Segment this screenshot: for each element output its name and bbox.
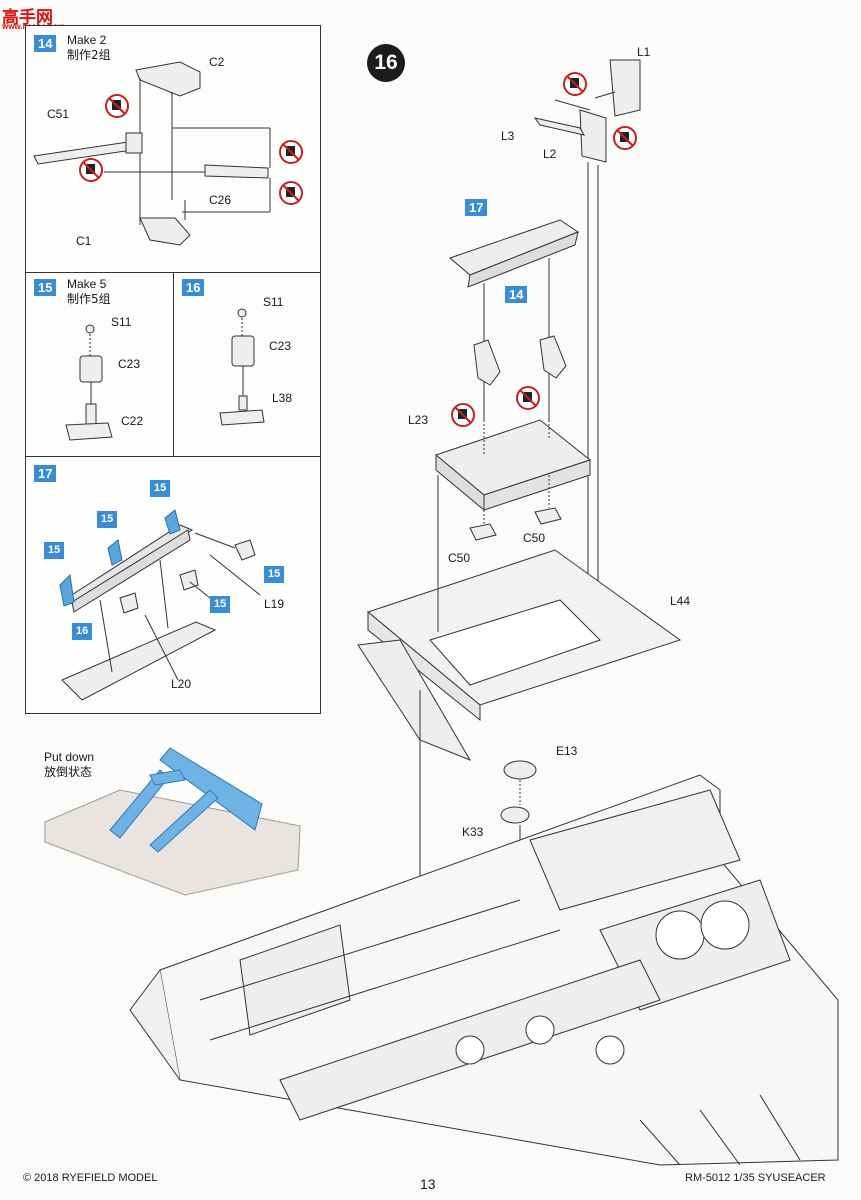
part-label-l3: L3 [501,129,515,143]
part-label-l23: L23 [408,413,429,427]
main-badge-17: 17 [465,199,488,216]
part-label-l1: L1 [637,45,651,59]
main-badge-14: 14 [505,286,528,303]
part-label-c1: C1 [76,234,92,248]
part-label-k33: K33 [462,825,484,839]
marker-15: 15 [44,542,65,559]
step-16-number: 16 [367,44,405,82]
part-label-c26: C26 [209,193,232,207]
putdown-title: Put down [44,750,95,764]
footer-kit-code: RM-5012 1/35 SYUSEACER [685,1172,826,1184]
step-14-subtitle: 制作2组 [67,48,111,62]
part-label-c23: C23 [118,357,141,371]
watermark-logo: 高手网 [2,8,53,27]
part-label-s11-b: S11 [263,295,284,309]
step-14-badge: 14 [34,35,57,52]
part-label-c2: C2 [209,55,225,69]
step-14-title: Make 2 [67,33,107,47]
part-label-e13: E13 [556,744,578,758]
marker-16: 16 [72,623,93,640]
footer-copyright: © 2018 RYEFIELD MODEL [23,1172,158,1184]
part-label-c50-b: C50 [523,531,546,545]
marker-15: 15 [150,480,171,497]
marker-15: 15 [264,566,285,583]
step-15-badge: 15 [34,279,57,296]
step-17-badge: 17 [34,465,57,482]
marker-15: 15 [210,596,231,613]
part-label-c50-a: C50 [448,551,471,565]
part-label-c51: C51 [47,107,70,121]
part-label-s11: S11 [111,315,132,329]
step-15-title: Make 5 [67,277,107,291]
footer-page-number: 13 [420,1176,436,1192]
part-label-c23-b: C23 [269,339,292,353]
marker-15: 15 [97,511,118,528]
part-label-l19: L19 [264,597,285,611]
step-15-subtitle: 制作5组 [67,292,111,306]
putdown-subtitle: 放倒状态 [44,765,93,779]
part-label-l20: L20 [171,677,192,691]
part-label-l38: L38 [272,391,293,405]
part-label-l2: L2 [543,147,557,161]
part-label-c22: C22 [121,414,144,428]
part-label-l44: L44 [670,594,691,608]
step-16-sub-badge: 16 [182,279,205,296]
